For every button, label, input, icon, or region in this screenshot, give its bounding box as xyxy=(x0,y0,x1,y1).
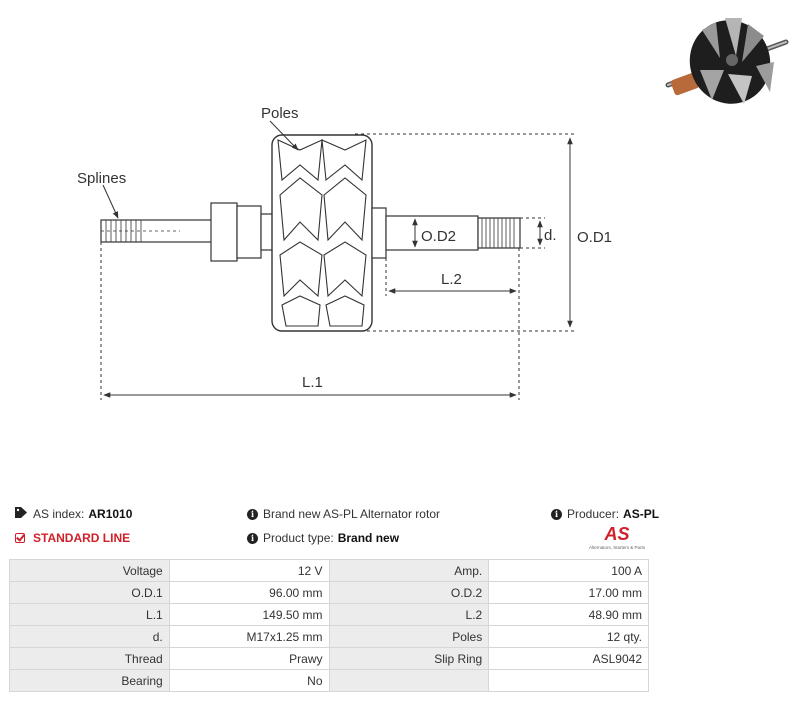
od1-label: O.D1 xyxy=(577,229,612,246)
info-icon: i xyxy=(247,508,258,520)
shaft-right xyxy=(371,207,521,259)
producer-value: AS-PL xyxy=(623,507,660,521)
spec-label: Poles xyxy=(328,625,490,648)
spec-value: 48.90 mm xyxy=(488,603,649,626)
dimension-lines xyxy=(100,120,575,400)
standard-line-label: STANDARD LINE xyxy=(33,531,131,545)
spec-value: 149.50 mm xyxy=(168,603,330,626)
producer-label: Producer: xyxy=(567,507,620,521)
l1-label: L.1 xyxy=(302,374,323,391)
spec-value: 100 A xyxy=(488,559,649,582)
logo-tagline: Alternators, Starters & Parts xyxy=(589,545,646,550)
as-index-label: AS index: xyxy=(33,507,85,521)
od2-label: O.D2 xyxy=(421,228,456,245)
spec-value: ASL9042 xyxy=(488,647,649,670)
product-type-label: Product type: xyxy=(263,531,334,545)
poles-label: Poles xyxy=(261,105,299,122)
as-index-value: AR1010 xyxy=(88,507,133,521)
spec-value: Prawy xyxy=(168,647,330,670)
spec-value: 12 qty. xyxy=(488,625,649,648)
spec-label: Thread xyxy=(9,647,170,670)
spec-label: L.1 xyxy=(9,603,170,626)
d-label: d. xyxy=(544,227,557,244)
rotor-photo xyxy=(665,18,789,104)
spec-label: d. xyxy=(9,625,170,648)
producer-logo: AS Alternators, Starters & Parts xyxy=(586,523,648,551)
spec-value: M17x1.25 mm xyxy=(168,625,330,648)
tag-icon xyxy=(15,507,28,521)
spec-value: 96.00 mm xyxy=(168,581,330,604)
standard-line: STANDARD LINE xyxy=(15,531,130,545)
as-index: AS index: AR1010 xyxy=(15,507,132,521)
spec-label xyxy=(328,669,490,692)
spec-label: Slip Ring xyxy=(328,647,490,670)
info-icon: i xyxy=(247,532,258,544)
description: i Brand new AS-PL Alternator rotor xyxy=(247,507,440,521)
info-icon: i xyxy=(551,508,562,520)
spec-value xyxy=(488,669,649,692)
spec-label: Voltage xyxy=(9,559,170,582)
rotor-technical-drawing: Poles Splines O.D2 d. O.D1 L.2 L.1 xyxy=(77,18,789,400)
spec-label: O.D.1 xyxy=(9,581,170,604)
spec-label: L.2 xyxy=(328,603,490,626)
spec-value: 12 V xyxy=(168,559,330,582)
description-text: Brand new AS-PL Alternator rotor xyxy=(263,507,440,521)
spec-label: Bearing xyxy=(9,669,170,692)
l2-label: L.2 xyxy=(441,271,462,288)
spec-value: No xyxy=(168,669,330,692)
product-type-value: Brand new xyxy=(337,531,400,545)
spec-label: Amp. xyxy=(328,559,490,582)
splines-label: Splines xyxy=(77,170,126,187)
logo-mark: AS xyxy=(603,524,629,544)
producer: i Producer: AS-PL xyxy=(551,507,659,521)
shaft-left xyxy=(100,202,274,262)
check-square-icon xyxy=(15,533,25,543)
spec-value: 17.00 mm xyxy=(488,581,649,604)
rotor-body xyxy=(271,134,373,332)
product-type: i Product type: Brand new xyxy=(247,531,399,545)
spec-label: O.D.2 xyxy=(328,581,490,604)
